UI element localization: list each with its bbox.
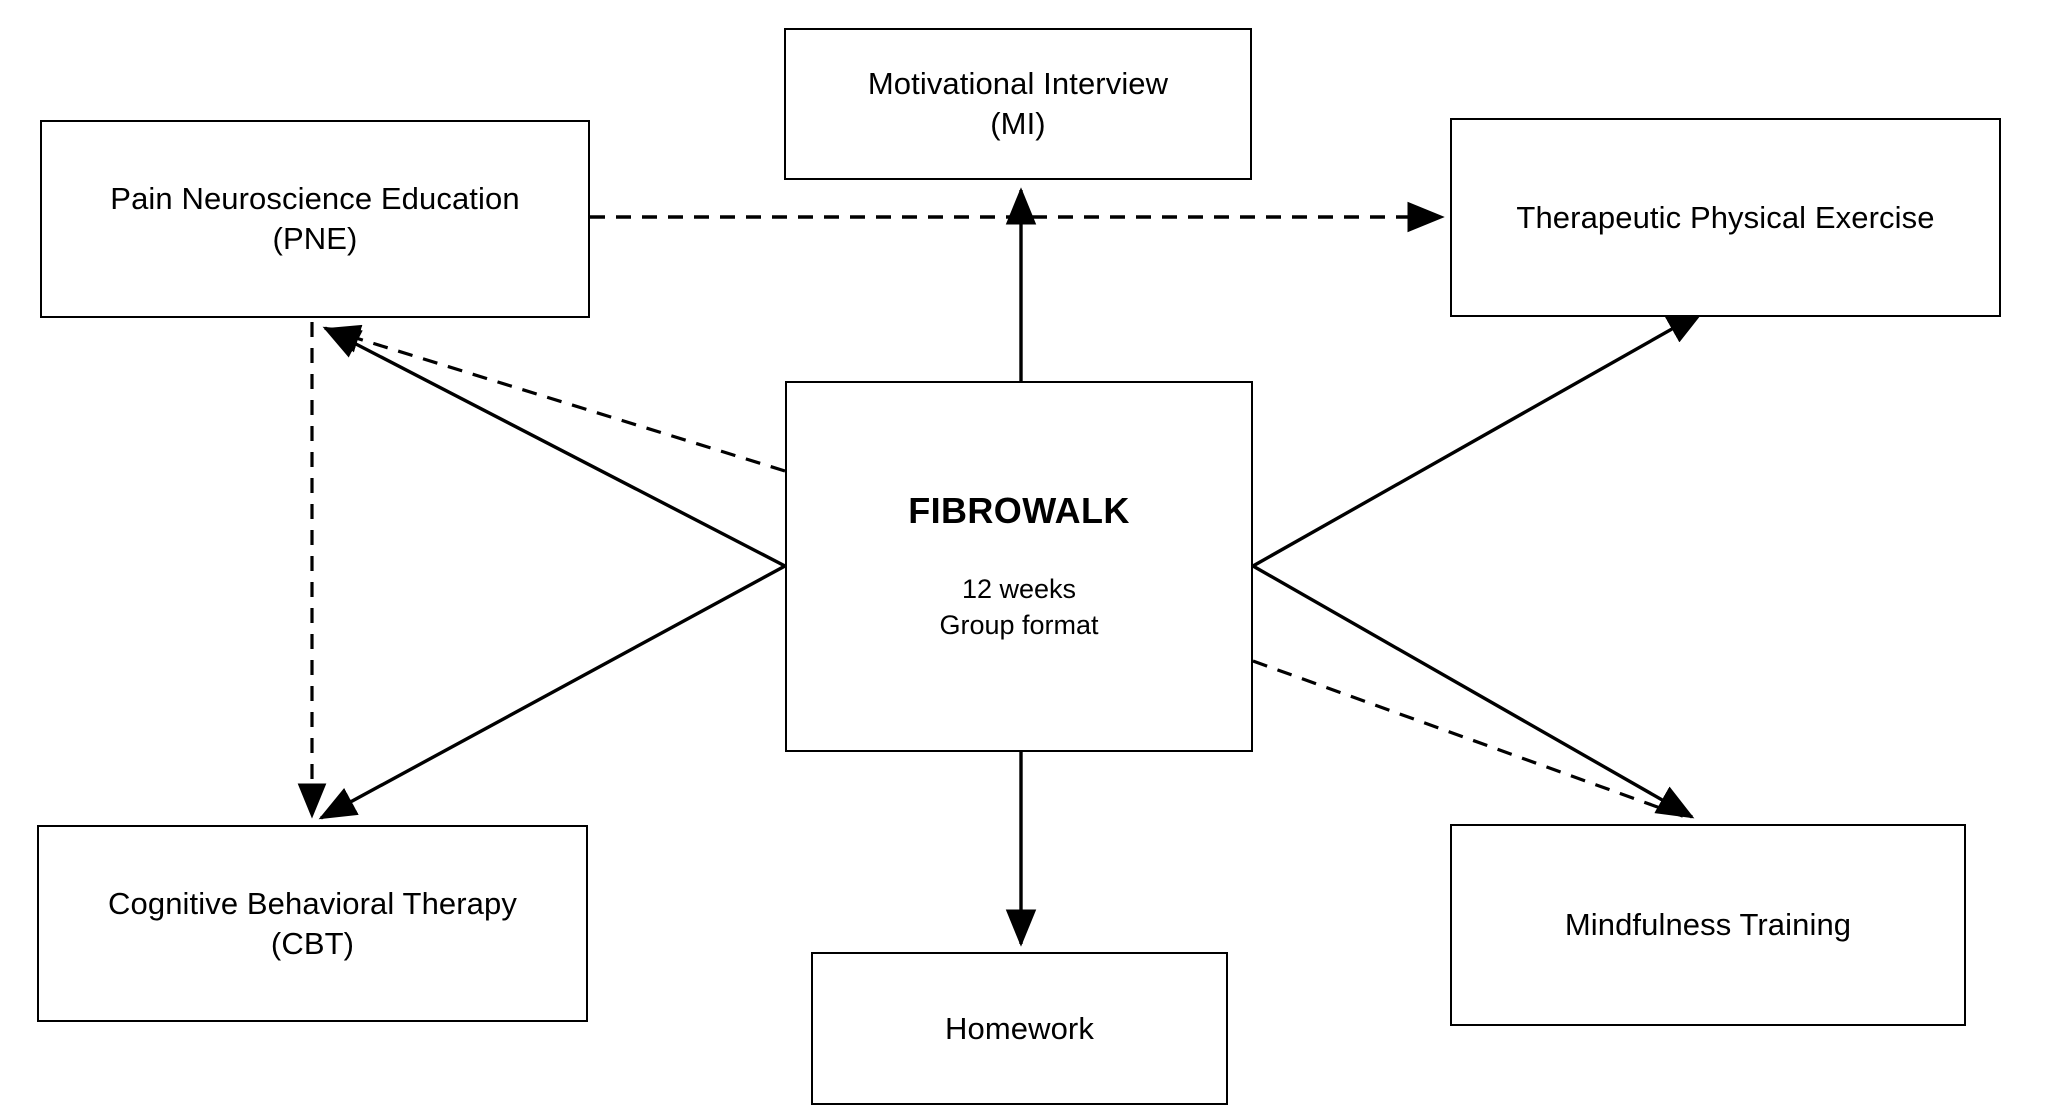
node-label-cbt: Cognitive Behavioral Therapy (CBT) [108, 885, 517, 961]
node-label-mindfulness: Mindfulness Training [1564, 907, 1852, 943]
node-label-mi: Motivational Interview (MI) [867, 66, 1169, 141]
node-label-tpe: Therapeutic Physical Exercise [1516, 199, 1935, 235]
node-cognitive-behavioral-therapy[interactable]: Cognitive Behavioral Therapy (CBT) [37, 825, 588, 1022]
node-mindfulness-training[interactable]: Mindfulness Training [1450, 824, 1966, 1026]
node-therapeutic-physical-exercise[interactable]: Therapeutic Physical Exercise [1450, 118, 2001, 317]
node-pain-neuroscience-education[interactable]: Pain Neuroscience Education (PNE) [40, 120, 590, 318]
connector-fibrowalk-to-cbt [318, 564, 786, 820]
connector-mindfulness-to-pne [324, 324, 786, 473]
connector-fibrowalk-to-tpe [1252, 310, 1705, 568]
node-sublabel-fibrowalk: 12 weeks Group format [939, 574, 1099, 641]
connector-fibrowalk-to-mindfulness [1252, 564, 1695, 819]
node-homework[interactable]: Homework [811, 952, 1228, 1105]
node-label-homework: Homework [945, 1010, 1094, 1046]
node-fibrowalk[interactable]: FIBROWALK 12 weeks Group format [785, 381, 1253, 752]
node-label-fibrowalk: FIBROWALK [908, 490, 1130, 532]
node-motivational-interview[interactable]: Motivational Interview (MI) [784, 28, 1252, 180]
node-label-pne: Pain Neuroscience Education (PNE) [110, 181, 520, 256]
connector-fibrowalk-to-pne [322, 326, 786, 568]
connector-fibrowalk-to-mindfulness-dashed [1252, 659, 1689, 820]
